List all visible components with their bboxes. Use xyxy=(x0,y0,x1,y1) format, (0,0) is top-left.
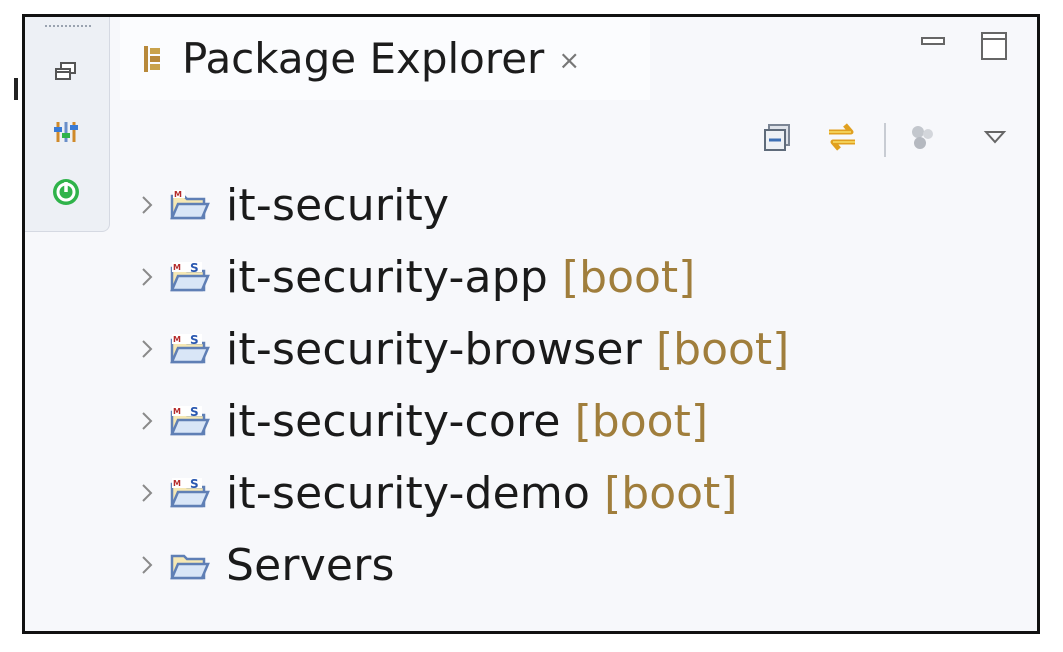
spring-boot-dashboard-icon[interactable] xyxy=(51,177,81,207)
collapse-all-icon[interactable] xyxy=(757,117,797,157)
tree-item[interactable]: Servers xyxy=(120,529,1037,601)
maximize-icon[interactable] xyxy=(980,31,1008,65)
chevron-right-icon[interactable] xyxy=(140,338,170,360)
drag-handle[interactable] xyxy=(45,25,91,31)
link-with-editor-icon[interactable] xyxy=(822,117,862,157)
view-title: Package Explorer xyxy=(182,34,545,83)
svg-text:S: S xyxy=(190,406,199,419)
folder-icon xyxy=(170,545,226,585)
svg-text:M: M xyxy=(174,190,182,199)
page-edge-mark xyxy=(14,78,18,100)
view-menu-icon[interactable] xyxy=(975,117,1015,157)
chevron-right-icon[interactable] xyxy=(140,554,170,576)
svg-text:M: M xyxy=(173,407,181,416)
git-staging-icon[interactable] xyxy=(51,117,81,147)
tree-item-label: it-security-core xyxy=(226,395,561,447)
chevron-right-icon[interactable] xyxy=(140,266,170,288)
restore-icon[interactable] xyxy=(51,57,81,87)
package-explorer-icon xyxy=(142,44,164,74)
tree-item-decoration: [boot] xyxy=(561,251,696,303)
filters-icon[interactable] xyxy=(903,117,943,157)
chevron-right-icon[interactable] xyxy=(140,194,170,216)
tree-item-label: it-security-app xyxy=(226,251,548,303)
svg-text:M: M xyxy=(173,263,181,272)
tree-item-label: Servers xyxy=(226,539,395,591)
maven-project-icon: M xyxy=(170,185,226,225)
minimize-icon[interactable] xyxy=(920,31,946,55)
toolbar-separator xyxy=(884,123,886,157)
view-header: Package Explorer ⨯ xyxy=(120,17,1037,100)
tab-package-explorer[interactable]: Package Explorer ⨯ xyxy=(120,17,650,100)
svg-text:M: M xyxy=(173,479,181,488)
trim-stack xyxy=(25,17,110,232)
chevron-right-icon[interactable] xyxy=(140,482,170,504)
svg-text:M: M xyxy=(173,335,181,344)
svg-text:S: S xyxy=(190,478,199,491)
tree-item-decoration: [boot] xyxy=(574,395,708,447)
tree-item-decoration: [boot] xyxy=(655,323,790,375)
view-toolbar xyxy=(120,109,1037,169)
tree-item-label: it-security-browser xyxy=(226,323,642,375)
close-icon[interactable]: ⨯ xyxy=(558,45,581,76)
tree-item-label: it-security xyxy=(226,179,450,231)
svg-text:S: S xyxy=(190,334,199,347)
package-explorer-panel: Package Explorer ⨯ xyxy=(22,14,1040,634)
tree-item-decoration: [boot] xyxy=(604,467,738,519)
tree-item-label: it-security-demo xyxy=(226,467,591,519)
chevron-right-icon[interactable] xyxy=(140,410,170,432)
svg-text:S: S xyxy=(190,262,199,275)
